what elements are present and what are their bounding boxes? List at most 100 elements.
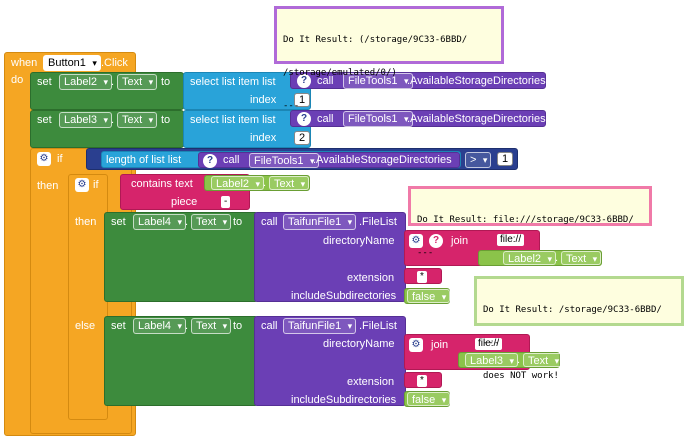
filetools-dropdown[interactable]: FileTools1	[343, 111, 413, 127]
bubble-line: Do It Result: file:///storage/9C33-6BBD/	[417, 215, 634, 225]
text-prop-dropdown[interactable]: Text	[191, 318, 232, 334]
then-keyword: then	[75, 216, 97, 228]
piece-label: piece	[171, 196, 198, 208]
bubble-line: ---	[483, 338, 500, 348]
help-icon[interactable]: ?	[203, 154, 217, 168]
dot: .	[111, 114, 115, 126]
to-keyword: to	[161, 76, 171, 88]
label2-text-getter-then[interactable]: Label2 . Text	[478, 250, 602, 266]
bubble-line: Do It Result: (/storage/9C33-6BBD/	[283, 35, 468, 45]
text-prop-dropdown[interactable]: Text	[269, 176, 310, 191]
index-value[interactable]: 1	[294, 93, 311, 107]
label3-dropdown[interactable]: Label3	[59, 112, 113, 128]
operator-dropdown[interactable]: >	[465, 152, 492, 168]
taifun-dropdown[interactable]: TaifunFile1	[283, 318, 357, 334]
dot: .	[111, 76, 115, 88]
select-list-item-block-2[interactable]: select list item list index 2	[183, 110, 311, 148]
label2-dropdown[interactable]: Label2	[211, 176, 265, 191]
set-keyword: set	[37, 114, 52, 126]
bubble-line: Do It Result: /storage/9C33-6BBD/	[483, 305, 662, 315]
taifun-filelist-then-block[interactable]: call TaifunFile1 .FileList directoryName…	[254, 212, 406, 302]
call-filetools-block-3[interactable]: ? call FileTools1 .AvailableStorageDirec…	[198, 152, 460, 168]
include-subdirs-else[interactable]: false	[404, 391, 451, 407]
taifun-dropdown[interactable]: TaifunFile1	[283, 214, 357, 230]
index-label: index	[250, 94, 277, 106]
set-label2-text-block[interactable]: set Label2 . Text to	[30, 72, 184, 110]
dot: .	[555, 252, 559, 264]
text-prop-dropdown[interactable]: Text	[561, 251, 602, 266]
then-keyword: then	[37, 180, 59, 192]
extension-value[interactable]: *	[417, 375, 427, 387]
set-keyword: set	[37, 76, 52, 88]
select-list-label: select list item list	[190, 114, 276, 126]
help-icon[interactable]: ?	[297, 112, 311, 126]
text-prop-dropdown[interactable]: Text	[117, 112, 158, 128]
include-subdirs-then[interactable]: false	[404, 288, 451, 304]
file-prefix-string[interactable]: file://	[475, 338, 503, 350]
contains-text-block[interactable]: contains text piece -	[120, 174, 250, 210]
do-it-result-bubble-2: Do It Result: file:///storage/9C33-6BBD/…	[408, 186, 652, 258]
select-list-label: select list item list	[190, 76, 276, 88]
bubble-line: ---	[417, 248, 434, 258]
method-name: .AvailableStorageDirectories	[313, 154, 452, 166]
label2-text-getter[interactable]: Label2 . Text	[204, 175, 310, 191]
length-of-list-block[interactable]: length of list list ? call FileTools1 .A…	[101, 151, 461, 168]
extension-string-else[interactable]: *	[404, 372, 442, 388]
to-keyword: to	[233, 216, 243, 228]
call-keyword: call	[261, 216, 278, 228]
gear-icon[interactable]: ⚙	[409, 338, 423, 352]
gear-icon[interactable]: ⚙	[37, 152, 51, 166]
gear-icon[interactable]: ⚙	[75, 178, 89, 192]
set-keyword: set	[111, 216, 126, 228]
false-dropdown[interactable]: false	[407, 289, 451, 304]
label3-dropdown[interactable]: Label3	[465, 353, 519, 368]
set-label4-then-block[interactable]: set Label4 . Text to	[104, 212, 258, 302]
dot: .	[517, 354, 521, 366]
taifun-filelist-else-block[interactable]: call TaifunFile1 .FileList directoryName…	[254, 316, 406, 406]
false-dropdown[interactable]: false	[407, 392, 451, 407]
text-prop-dropdown[interactable]: Text	[191, 214, 232, 230]
to-keyword: to	[233, 320, 243, 332]
set-keyword: set	[111, 320, 126, 332]
extension-string-then[interactable]: *	[404, 268, 442, 284]
directory-name-label: directoryName	[323, 235, 395, 247]
method-name: .AvailableStorageDirectories	[407, 75, 546, 87]
file-prefix-string[interactable]: file://	[497, 234, 525, 246]
filetools-dropdown[interactable]: FileTools1	[343, 73, 413, 89]
dot: .	[263, 177, 267, 189]
extension-label: extension	[347, 272, 395, 284]
help-icon[interactable]: ?	[429, 234, 443, 248]
call-keyword: call	[317, 113, 334, 125]
index-value[interactable]: 2	[294, 131, 311, 145]
help-icon[interactable]: ?	[297, 74, 311, 88]
extension-value[interactable]: *	[417, 271, 427, 283]
dot: .	[185, 216, 189, 228]
text-prop-dropdown[interactable]: Text	[117, 74, 158, 90]
method-name: .FileList	[359, 320, 397, 332]
compare-value[interactable]: 1	[497, 152, 514, 166]
call-filetools-block-2[interactable]: ? call FileTools1 .AvailableStorageDirec…	[290, 110, 546, 127]
label2-dropdown[interactable]: Label2	[59, 74, 113, 90]
label4-dropdown[interactable]: Label4	[133, 214, 187, 230]
include-subdirectories-label: includeSubdirectories	[291, 394, 397, 406]
set-label4-else-block[interactable]: set Label4 . Text to	[104, 316, 258, 406]
if-inner-block[interactable]: ⚙ if then else	[68, 174, 108, 420]
label4-dropdown[interactable]: Label4	[133, 318, 187, 334]
directory-name-label: directoryName	[323, 338, 395, 350]
to-keyword: to	[161, 114, 171, 126]
compare-block[interactable]: length of list list ? call FileTools1 .A…	[86, 148, 518, 170]
text-prop-dropdown[interactable]: Text	[523, 353, 564, 368]
set-label3-text-block[interactable]: set Label3 . Text to	[30, 110, 184, 148]
call-filetools-block[interactable]: ? call FileTools1 .AvailableStorageDirec…	[290, 72, 546, 89]
select-list-item-block[interactable]: select list item list index 1	[183, 72, 311, 110]
label2-dropdown[interactable]: Label2	[503, 251, 557, 266]
join-keyword: join	[451, 235, 469, 247]
bubble-line: ---	[283, 101, 300, 111]
piece-string[interactable]: -	[221, 196, 231, 208]
event-component-dropdown[interactable]: Button1	[43, 55, 101, 71]
label3-text-getter-else[interactable]: Label3 . Text	[458, 352, 564, 368]
call-keyword: call	[223, 154, 240, 166]
filetools-dropdown[interactable]: FileTools1	[249, 153, 319, 168]
gear-icon[interactable]: ⚙	[409, 234, 423, 248]
call-keyword: call	[261, 320, 278, 332]
